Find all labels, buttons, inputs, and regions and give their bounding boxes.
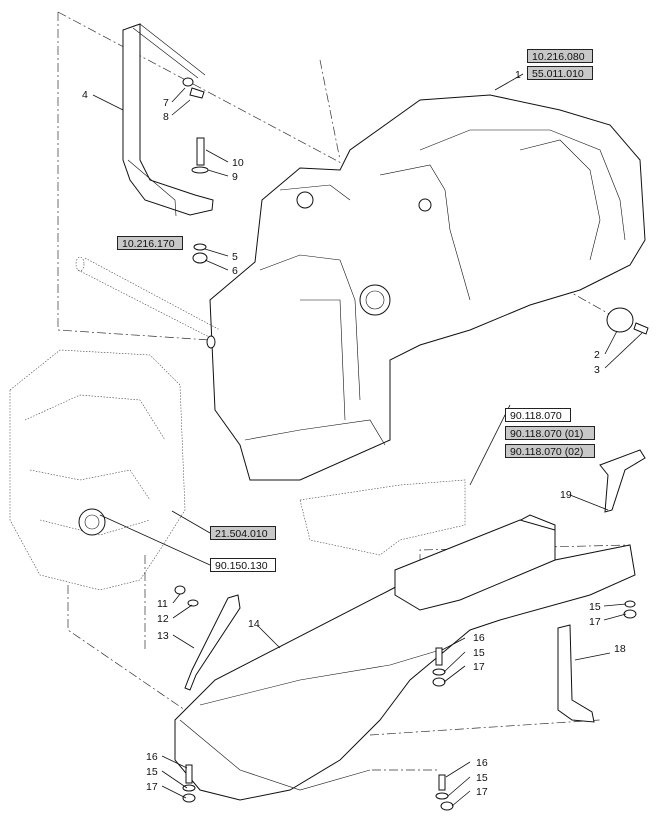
callout-8: 8: [163, 111, 169, 123]
callout-9: 9: [232, 171, 238, 183]
callout-15-d: 15: [476, 772, 488, 784]
callout-17-d: 17: [476, 786, 488, 798]
ref-box-90-150-130: 90.150.130: [210, 558, 276, 572]
callout-19: 19: [560, 489, 572, 501]
callout-17-c: 17: [146, 781, 158, 793]
callout-17-b: 17: [473, 661, 485, 673]
callout-1: 1: [515, 69, 521, 81]
nut-washer: [192, 243, 208, 264]
callout-numbers: 1 2 3 4 5 6 7 8 9 10 11 12 13 14 15 15 1…: [82, 69, 626, 798]
callout-4: 4: [82, 89, 88, 101]
fuel-tank: [209, 94, 646, 481]
callout-12: 12: [157, 613, 169, 625]
frame-support: [299, 479, 466, 556]
bolt-assembly-upper: [182, 77, 209, 174]
step-bracket-left: [174, 585, 241, 691]
callout-17-a: 17: [589, 616, 601, 628]
callout-2: 2: [594, 349, 600, 361]
callout-5: 5: [232, 251, 238, 263]
callout-leaders: [92, 73, 643, 807]
callout-18: 18: [614, 643, 626, 655]
callout-16-c: 16: [476, 757, 488, 769]
callout-16-b: 16: [146, 751, 158, 763]
callout-10: 10: [232, 157, 244, 169]
ref-box-90-118-070: 90.118.070: [505, 408, 571, 422]
callout-16-a: 16: [473, 632, 485, 644]
ref-box-90-118-070-01: 90.118.070 (01): [505, 426, 595, 440]
transmission-housing: [9, 349, 186, 591]
drain-cap: [606, 307, 649, 335]
callout-15-a: 15: [589, 601, 601, 613]
ref-box-21-504-010: 21.504.010: [210, 526, 276, 540]
callout-15-b: 15: [473, 647, 485, 659]
ref-box-10-216-170: 10.216.170: [117, 236, 183, 250]
ref-box-55-011-010: 55.011.010: [527, 66, 593, 80]
callout-3: 3: [594, 364, 600, 376]
callout-6: 6: [232, 265, 238, 277]
callout-13: 13: [157, 630, 169, 642]
fasteners-lower: [182, 600, 637, 811]
callout-14: 14: [248, 618, 260, 630]
callout-15-c: 15: [146, 766, 158, 778]
step-plate: [174, 514, 636, 801]
callout-7: 7: [163, 97, 169, 109]
clamp-bracket: [599, 449, 646, 513]
ref-box-90-118-070-02: 90.118.070 (02): [505, 444, 595, 458]
tank-support-bracket: [122, 23, 214, 217]
ref-box-10-216-080: 10.216.080: [527, 49, 593, 63]
step-bracket-right: [557, 624, 595, 723]
callout-11: 11: [157, 598, 168, 610]
hose-tube: [75, 256, 221, 349]
